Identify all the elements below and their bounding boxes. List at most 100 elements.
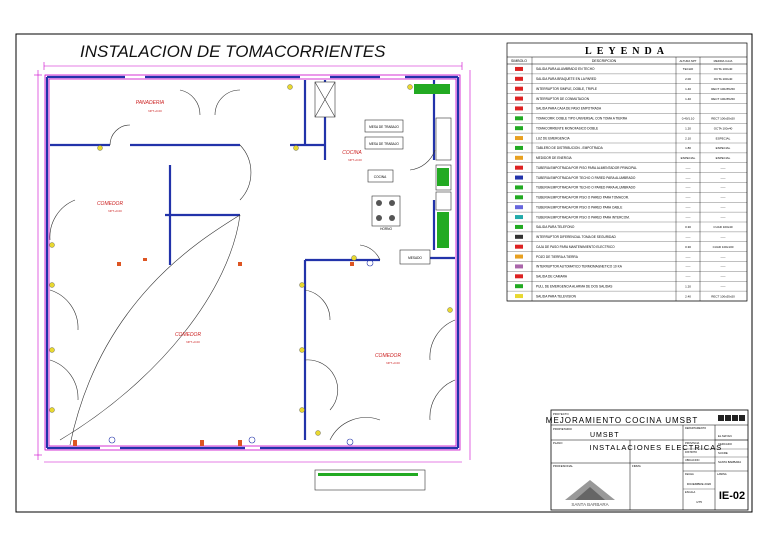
legend-box: -----	[721, 265, 726, 269]
legend-box: OCTA 100x40	[714, 126, 733, 130]
legend-symbol	[515, 116, 523, 121]
legend-symbol	[515, 215, 523, 220]
legend-height: 0.30	[685, 245, 691, 249]
legend-box: ESPECIAL	[716, 156, 731, 160]
legend-symbol	[515, 205, 523, 210]
legend-description: PULL DE EMERGENCIA ALARMA DE DOS SALIDAS	[536, 284, 612, 288]
tb-province-label: PROVINCIA	[685, 441, 700, 445]
tb-date: DICIEMBRE 2020	[687, 482, 712, 486]
tb-location: SANTA BARBARA	[718, 460, 741, 464]
legend-box: RECT 100x55x50	[711, 117, 735, 121]
legend-description: INTERRUPTOR DIFERENCIAL TOMA DE SEGURIDA…	[536, 235, 616, 239]
legend-description: TUBERIA EMPOTRADA POR PISO O PARED PARA …	[536, 215, 630, 219]
tb-dept: EL MAYAN	[718, 434, 732, 438]
legend-title: LEYENDA	[585, 46, 669, 57]
tb-plan-label: PLANO	[553, 441, 563, 445]
legend-box: OCTA 100x40	[714, 67, 733, 71]
legend-symbol	[515, 274, 523, 279]
legend-description: TUBERIA EMPOTRADA POR PISO O PARED PARA …	[536, 196, 629, 200]
legend-height: 2.40	[685, 294, 691, 298]
legend-box: ESPECIAL	[716, 146, 731, 150]
fixture-symbols	[108, 259, 374, 446]
tb-location-label: UBICACION	[685, 458, 700, 462]
room-level: NPT+0.00	[186, 340, 200, 344]
legend-height: -----	[686, 166, 691, 170]
legend: LEYENDA SIMBOLO DESCRIPCION ALTURA NPT M…	[506, 42, 748, 302]
legend-description: SALIDA PARA BRAQUETE EN LA PARED	[536, 77, 597, 81]
legend-symbol	[515, 224, 523, 229]
legend-height: 0.30	[685, 225, 691, 229]
legend-box: -----	[721, 235, 726, 239]
title-block: PROYECTO MEJORAMIENTO COCINA UMSBT PROPI…	[546, 409, 749, 511]
legend-box: -----	[721, 275, 726, 279]
legend-height: 1.80	[685, 146, 691, 150]
outlet-symbols	[49, 84, 453, 436]
university-logo	[565, 480, 615, 500]
legend-box: RECT 100x55x50	[711, 87, 735, 91]
legend-height: -----	[686, 215, 691, 219]
legend-symbol	[515, 294, 523, 299]
legend-description: INTERRUPTOR AUTOMATICO TERMOMAGNETICO 10…	[536, 265, 623, 269]
legend-description: INTERRUPTOR SIMPLE, DOBLE, TRIPLE	[536, 87, 597, 91]
tb-province: CERCADO	[718, 442, 733, 446]
legend-symbol	[515, 234, 523, 239]
legend-description: MEDIDOR DE ENERGIA	[536, 156, 572, 160]
legend-symbol	[515, 175, 523, 180]
legend-height: -----	[686, 255, 691, 259]
legend-box: -----	[721, 186, 726, 190]
legend-height: TECHO	[683, 67, 694, 71]
legend-description: TUBERIA EMPOTRADA POR TECHO O PARED PARA…	[536, 186, 636, 190]
legend-description: TUBERIA EMPOTRADA POR TECHO O PARED PARA…	[536, 176, 636, 180]
legend-box: -----	[721, 284, 726, 288]
plan-title: INSTALACION DE TOMACORRIENTES	[80, 42, 386, 61]
legend-symbol	[515, 66, 523, 71]
room-name: COMEDOR	[97, 201, 124, 207]
equipment-label: COCINA	[374, 175, 387, 179]
tb-scale: 1/75	[696, 500, 702, 504]
legend-height: -----	[686, 235, 691, 239]
legend-description: TUBERIA EMPOTRADA POR PISO O PARED PARA …	[536, 205, 622, 209]
room-level: NPT+0.00	[386, 361, 400, 365]
legend-symbol	[515, 106, 523, 111]
tb-signature-label: FIRMA	[632, 464, 641, 468]
legend-symbol	[515, 126, 523, 131]
tb-dept-label: DEPARTAMENTO	[685, 426, 706, 430]
legend-symbol	[515, 86, 523, 91]
legend-box: -----	[721, 176, 726, 180]
legend-description: SALIDA DE CAMARA	[536, 275, 568, 279]
tb-sheet-number: IE-02	[719, 490, 745, 502]
legend-description: CAJA DE PASO PARA MANTENIMIENTO ELECTRIC…	[536, 245, 615, 249]
legend-box: -----	[721, 166, 726, 170]
tb-brand: SANTA BARBARA	[571, 502, 608, 507]
equipment-label: HORNO	[380, 227, 392, 231]
green-fixtures	[318, 84, 450, 476]
legend-symbol	[515, 96, 523, 101]
room-name: COMEDOR	[375, 353, 402, 359]
legend-description: TOMACORR. DOBLE TIPO UNIVERSAL CON TOMA …	[536, 117, 628, 121]
legend-height: 1.40	[685, 87, 691, 91]
legend-symbol	[515, 244, 523, 249]
tb-date-label: FECHA	[685, 472, 694, 476]
legend-height: -----	[686, 205, 691, 209]
stove-burners	[376, 200, 395, 221]
legend-description: SALIDA PARA TELEVISION	[536, 294, 577, 298]
junction-boxes	[73, 258, 354, 446]
tb-scale-label: ESCALA	[685, 490, 696, 494]
outer-walls	[44, 74, 461, 451]
legend-box: CUAD 100x100	[713, 245, 734, 249]
legend-description: LUZ DE EMERGENCIA	[536, 136, 571, 140]
legend-symbol	[515, 165, 523, 170]
tb-district-label: DISTRITO	[685, 450, 697, 454]
room-name: COCINA	[342, 150, 362, 156]
legend-col-symbol: SIMBOLO	[511, 59, 527, 63]
legend-symbol	[515, 76, 523, 81]
legend-box: OCTA 100x40	[714, 77, 733, 81]
legend-symbol	[515, 155, 523, 160]
tb-logo-squares	[718, 415, 745, 421]
legend-description: TOMACORRIENTE MONOFASICO DOBLE	[536, 126, 598, 130]
legend-description: INTERRUPTOR DE CONMUTACION	[536, 97, 590, 101]
equipment-label: MESA DE TRABAJO	[369, 125, 399, 129]
legend-symbol	[515, 264, 523, 269]
